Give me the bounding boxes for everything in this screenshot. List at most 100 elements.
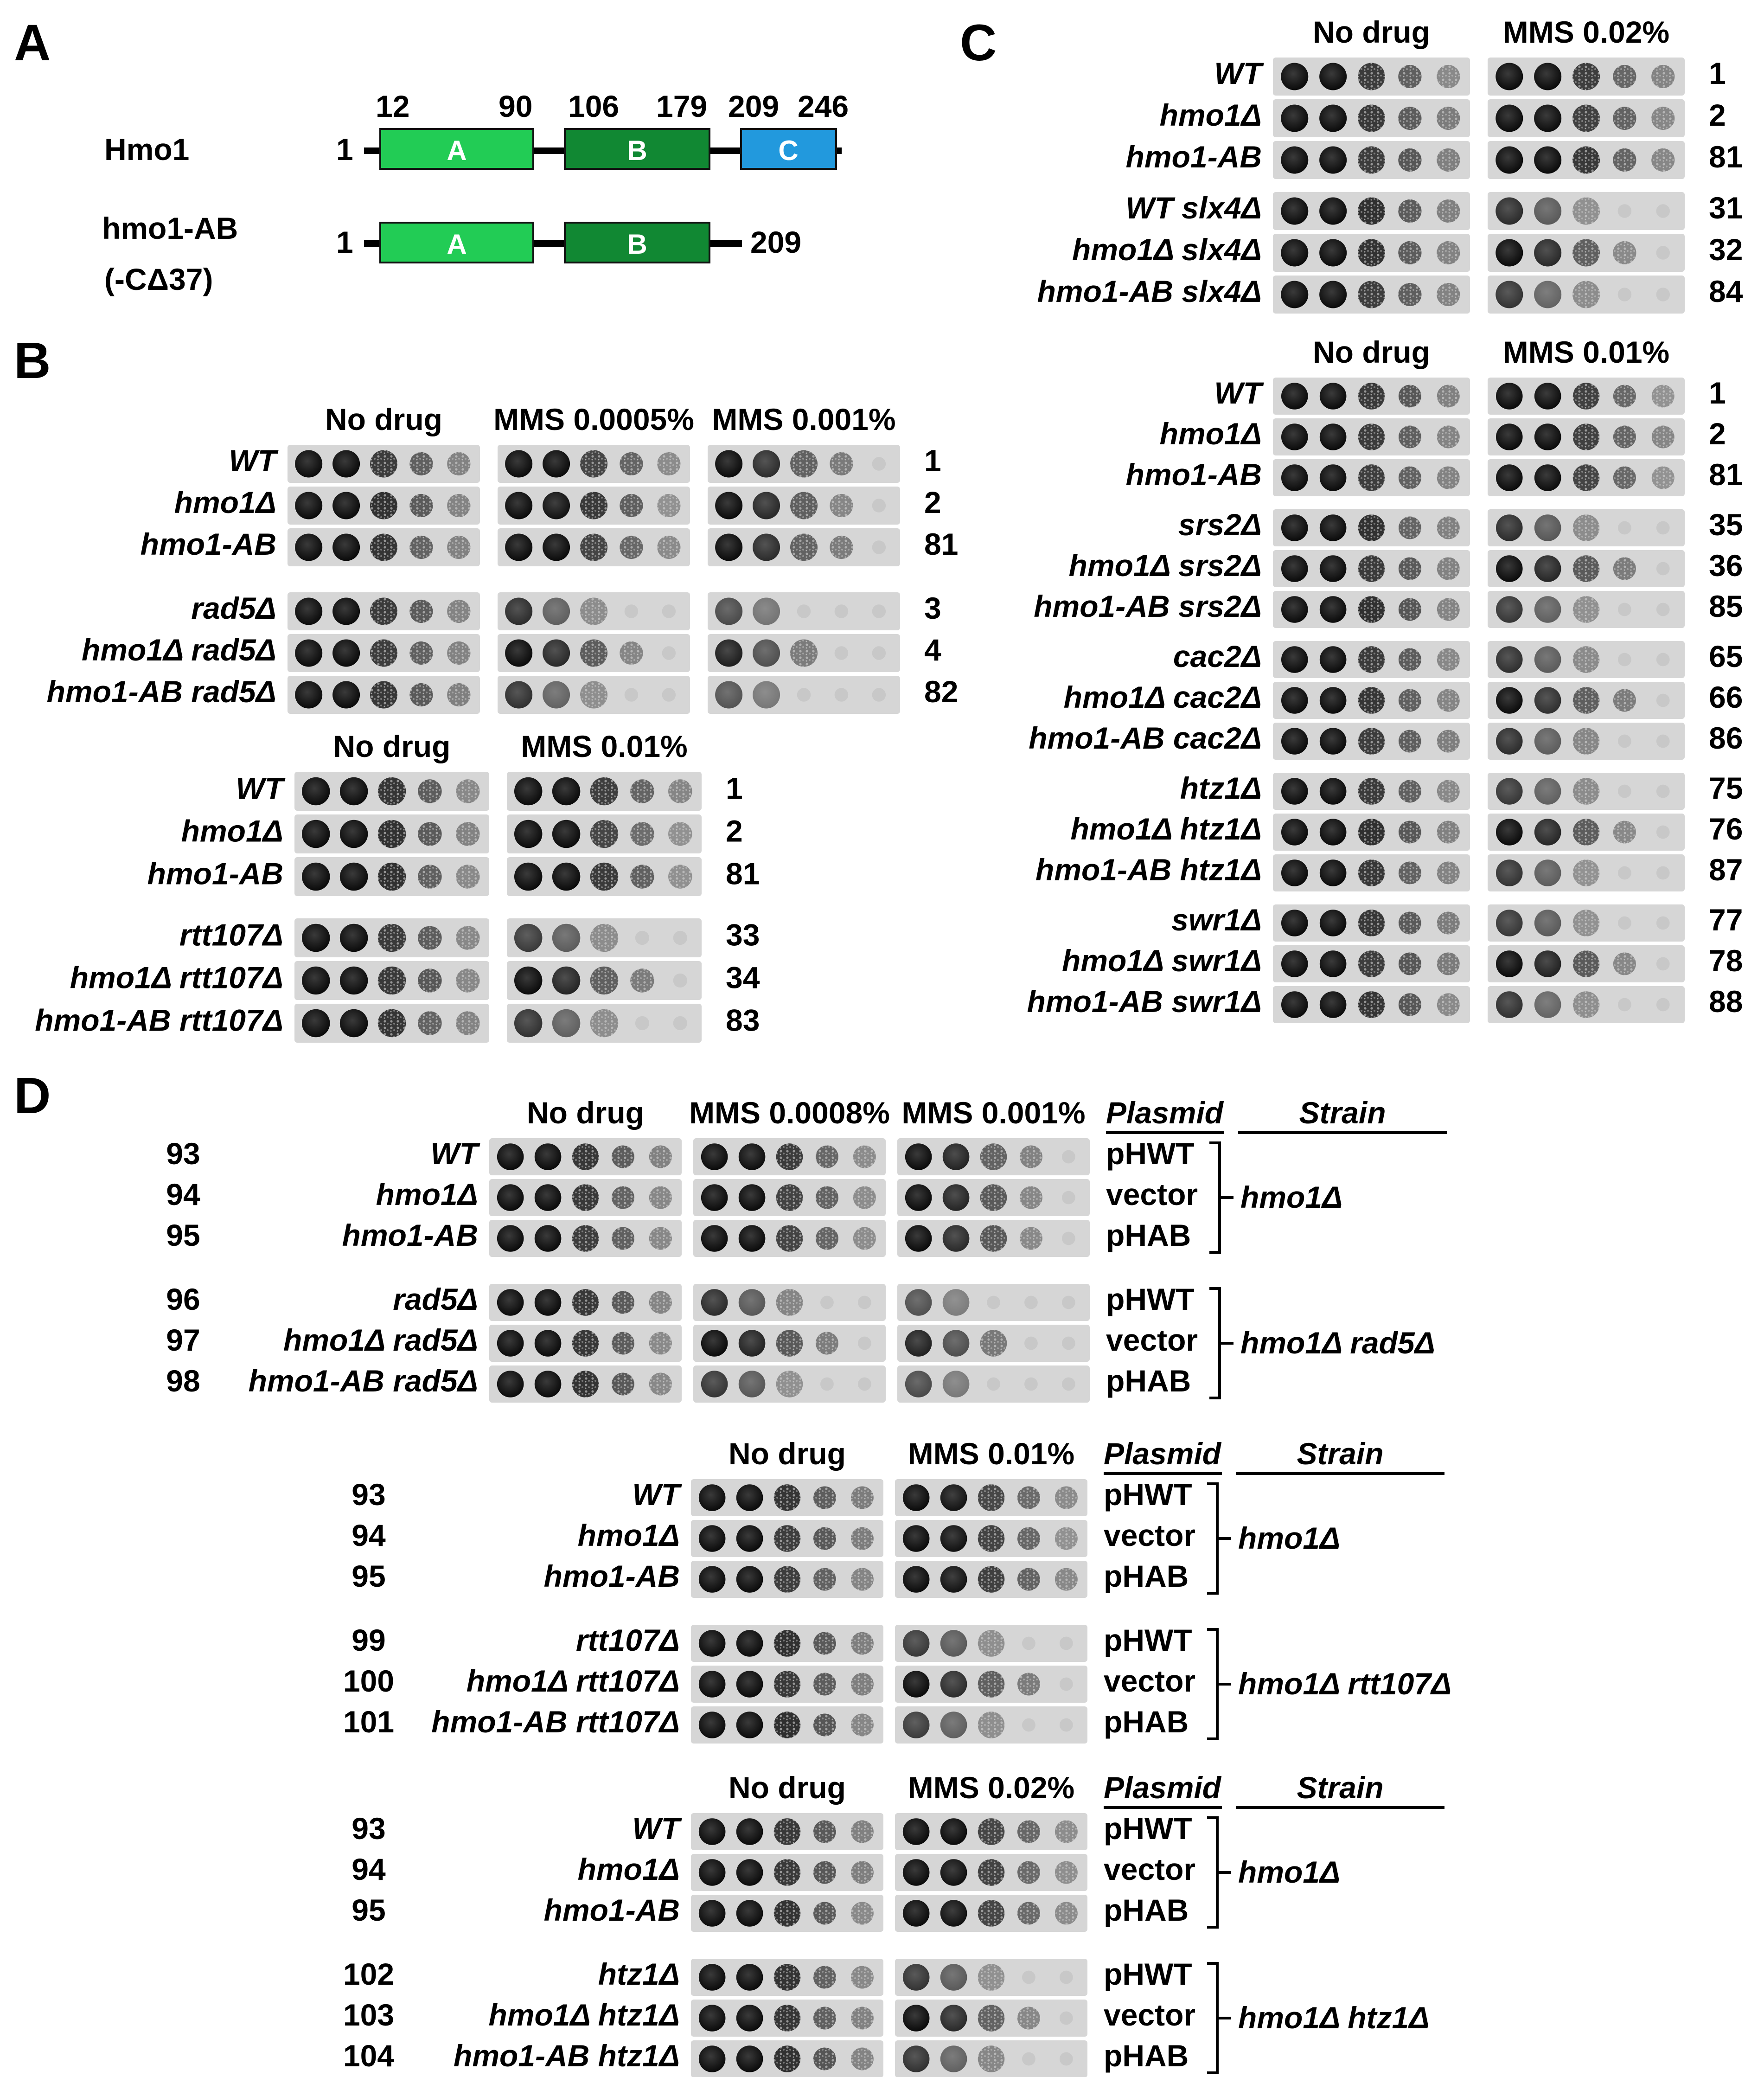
colony-spot [418,968,442,993]
colony-spot [902,1712,930,1738]
colony-spot [1358,819,1385,846]
colony-spot [1398,648,1421,671]
colony-spot [902,2005,930,2032]
strain-number: 81 [924,527,958,561]
spot-row-plate [1488,99,1685,137]
spot-row-plate [691,2040,883,2077]
spot-empty [673,1016,687,1031]
colony-spot [611,1186,634,1209]
spot-row-plate [294,1004,489,1043]
colony-spot [456,779,480,803]
plasmid-label: vector [1106,1323,1198,1357]
colony-spot [776,1184,803,1211]
colony-spot [940,2045,967,2072]
strain-label: hmo1Δ cac2Δ [1064,680,1262,714]
colony-spot [942,1184,970,1211]
colony-spot [1572,423,1600,450]
spot-row-plate [1273,58,1470,96]
spot-row-plate [1273,641,1470,678]
colony-spot [1534,464,1561,491]
colony-spot [1281,910,1308,936]
colony-spot [332,639,360,667]
colony-spot [611,1372,634,1396]
condition-header: MMS 0.0008% [689,1096,890,1130]
colony-spot [1572,950,1600,977]
colony-spot [905,1371,932,1397]
condition-header: MMS 0.01% [1503,335,1669,369]
strain-label: WT [229,443,278,478]
colony-spot [978,1630,1005,1657]
colony-spot [1358,646,1385,673]
strain-number: 78 [1709,943,1743,978]
domain-a-label-ab: A [447,229,467,260]
colony-spot [978,1712,1005,1738]
colony-spot [1398,425,1421,449]
colony-spot [630,968,654,993]
strain-label: hmo1Δ slx4Δ [1072,232,1262,267]
colony-spot [409,683,433,707]
colony-spot [1496,819,1523,846]
colony-spot [773,1484,801,1511]
colony-spot [902,2045,930,2072]
colony-spot [620,452,643,476]
colony-spot [1319,646,1347,673]
strain-number: 1 [924,443,941,478]
colony-spot [698,1900,726,1927]
colony-spot [447,535,471,559]
colony-spot [850,1632,874,1655]
colony-spot [1358,514,1385,541]
spot-row-plate [693,1284,886,1321]
colony-spot [332,681,360,709]
colony-spot [505,450,533,478]
spot-row-plate [288,528,480,566]
colony-spot [456,968,480,993]
spot-empty [1656,288,1670,301]
condition-header: No drug [1313,335,1430,369]
spot-empty [1024,1377,1038,1391]
strain-label: WT slx4Δ [1125,191,1262,225]
colony-spot [590,1009,619,1038]
colony-spot [1437,516,1460,539]
spot-empty [872,540,886,554]
strain-label: srs2Δ [1178,507,1262,542]
colony-spot [940,1525,967,1552]
spot-row-plate [691,1959,883,1996]
colony-spot [377,862,406,891]
colony-spot [850,1861,874,1884]
colony-spot [1613,466,1636,489]
spot-empty [662,646,676,660]
colony-spot [1437,466,1460,489]
domain-b-box-ab [564,222,710,263]
colony-spot [905,1184,932,1211]
spot-row-plate [897,1325,1090,1362]
colony-spot [1281,514,1308,541]
colony-spot [409,494,433,518]
spot-empty [635,930,650,945]
condition-header: MMS 0.001% [712,402,895,436]
condition-header: No drug [729,1436,846,1471]
colony-spot [447,494,471,518]
spot-empty [635,1016,650,1031]
colony-spot [736,1484,763,1511]
colony-spot [815,1332,838,1355]
domain-c-label: C [778,135,798,166]
colony-spot [940,1566,967,1593]
strain-label: htz1Δ [598,1957,680,1991]
strain-label: hmo1Δ [1160,417,1262,451]
domain-a-box-ab [379,222,534,263]
colony-spot [1398,106,1422,130]
colony-spot [776,1143,803,1170]
colony-spot [1319,197,1347,225]
spot-empty [1656,866,1670,880]
colony-spot [409,452,433,476]
spot-row-plate [489,1284,682,1321]
colony-spot [753,492,780,519]
colony-spot [620,641,643,665]
strain-number: 1 [1709,376,1726,410]
colony-spot [905,1143,932,1170]
colony-spot [1534,859,1561,886]
spot-row-plate [1273,550,1470,587]
colony-spot [543,681,570,709]
plasmid-label: pHWT [1104,1811,1192,1846]
colony-spot [753,681,780,709]
